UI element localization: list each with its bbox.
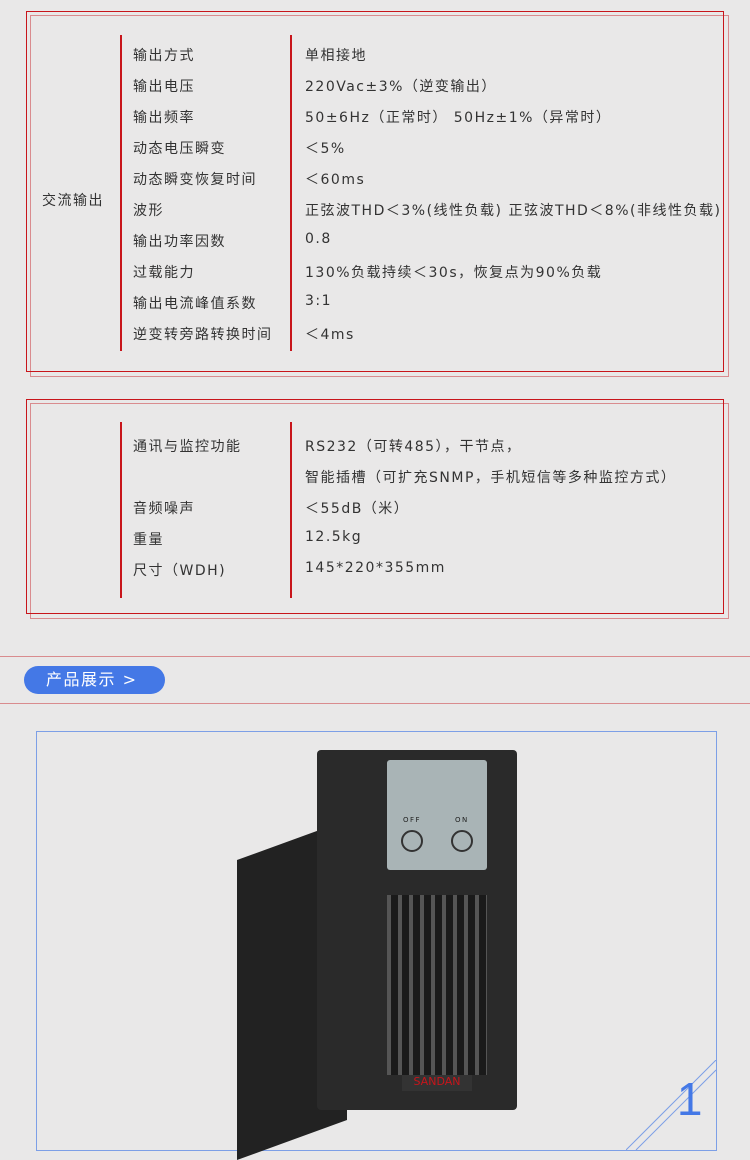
spec-value: 3:1 bbox=[305, 293, 333, 309]
spec-label: 波形 bbox=[133, 203, 164, 219]
spec-label: 音频噪声 bbox=[133, 501, 195, 517]
spec-label: 重量 bbox=[133, 532, 164, 548]
spec-label: 尺寸（WDH) bbox=[133, 563, 227, 579]
spec-value: ＜55dB（米） bbox=[305, 501, 410, 517]
divider bbox=[0, 703, 750, 704]
spec-value: ＜4ms bbox=[305, 327, 355, 343]
divider bbox=[120, 35, 122, 351]
spec-value: 50±6Hz（正常时） 50Hz±1%（异常时） bbox=[305, 110, 612, 126]
brand-logo: SANDAN bbox=[402, 1075, 472, 1091]
spec-value: ＜5% bbox=[305, 141, 346, 157]
spec-value: 145*220*355mm bbox=[305, 560, 446, 576]
spec-value: 智能插槽（可扩充SNMP，手机短信等多种监控方式） bbox=[305, 470, 677, 486]
spec-label: 过载能力 bbox=[133, 265, 195, 281]
divider bbox=[120, 422, 122, 598]
product-image-frame: OFF ON SANDAN 1 bbox=[36, 731, 717, 1160]
spec-label: 动态瞬变恢复时间 bbox=[133, 172, 257, 188]
spec-value: 130%负载持续＜30s，恢复点为90%负载 bbox=[305, 265, 603, 281]
image-index: 1 bbox=[676, 1073, 704, 1125]
spec-label: 输出频率 bbox=[133, 110, 195, 126]
spec-label: 输出方式 bbox=[133, 48, 195, 64]
on-label: ON bbox=[455, 816, 469, 824]
other-spec-frame bbox=[26, 399, 724, 614]
spec-value: 0.8 bbox=[305, 231, 332, 247]
spec-value: 12.5kg bbox=[305, 529, 363, 545]
spec-frame-shadow bbox=[30, 403, 729, 619]
divider bbox=[290, 422, 292, 598]
divider bbox=[290, 35, 292, 351]
spec-label: 输出功率因数 bbox=[133, 234, 226, 250]
ac-output-spec-frame bbox=[26, 11, 724, 372]
group-label: 交流输出 bbox=[42, 193, 104, 209]
spec-label: 输出电流峰值系数 bbox=[133, 296, 257, 312]
spec-label: 动态电压瞬变 bbox=[133, 141, 226, 157]
spec-label: 逆变转旁路转换时间 bbox=[133, 327, 273, 343]
spec-value: 单相接地 bbox=[305, 48, 367, 64]
spec-value: RS232（可转485），干节点， bbox=[305, 439, 522, 455]
spec-value: ＜60ms bbox=[305, 172, 366, 188]
spec-frame-shadow bbox=[30, 15, 729, 377]
ups-product-image: OFF ON SANDAN bbox=[237, 750, 527, 1160]
off-label: OFF bbox=[403, 816, 422, 824]
spec-label: 通讯与监控功能 bbox=[133, 439, 242, 455]
product-display-tab[interactable]: 产品展示 > bbox=[24, 666, 165, 694]
spec-value: 正弦波THD＜3%(线性负载) 正弦波THD＜8%(非线性负载) bbox=[305, 203, 722, 219]
divider bbox=[0, 656, 750, 657]
spec-label: 输出电压 bbox=[133, 79, 195, 95]
spec-value: 220Vac±3%（逆变输出） bbox=[305, 79, 497, 95]
